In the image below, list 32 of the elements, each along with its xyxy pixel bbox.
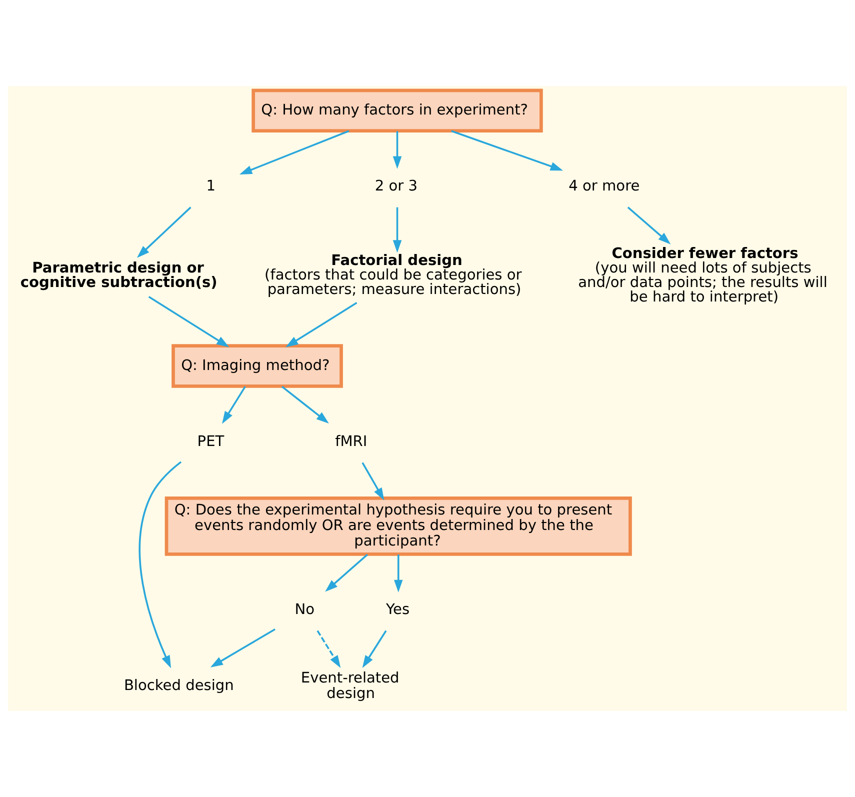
- arrow: [286, 302, 358, 348]
- arrow: [627, 206, 671, 244]
- arrow: [281, 386, 329, 424]
- arrow: [138, 461, 182, 668]
- arrow: [239, 130, 350, 174]
- arrow: [210, 628, 276, 668]
- node-text: Consider fewer factors (you will need lots of subjects and/or data points; the results will be hard to interpret): [578, 244, 828, 306]
- arrow: [136, 206, 192, 258]
- arrow: [394, 554, 403, 592]
- node-text: Factorial design (factors that could be categories or parameters; measure interactions): [264, 252, 522, 298]
- node-box: Q: Imaging method?: [172, 344, 343, 388]
- arrow: [362, 630, 387, 668]
- arrow: [148, 296, 230, 348]
- node-text: No: [294, 601, 315, 618]
- arrow: [392, 131, 402, 169]
- node-box: Q: How many factors in experiment?: [252, 88, 543, 132]
- node-text: Event-related design: [300, 669, 400, 702]
- arrow: [316, 630, 341, 668]
- arrow: [392, 207, 402, 253]
- arrow: [362, 462, 384, 500]
- arrow: [325, 554, 368, 592]
- node-text: 2 or 3: [374, 178, 418, 195]
- node-text: 1: [206, 178, 216, 195]
- node-text: Parametric design or cognitive subtraction(s): [20, 259, 218, 291]
- node-text: PET: [197, 432, 224, 450]
- arrow: [222, 386, 246, 424]
- node-text: Yes: [386, 601, 410, 618]
- node-text: fMRI: [335, 432, 368, 450]
- arrow: [451, 130, 564, 171]
- node-text: Blocked design: [124, 677, 234, 694]
- node-box: Q: Does the experimental hypothesis require you to present events randomly OR are events determined by the the participant?: [164, 496, 632, 556]
- node-text: 4 or more: [568, 178, 640, 195]
